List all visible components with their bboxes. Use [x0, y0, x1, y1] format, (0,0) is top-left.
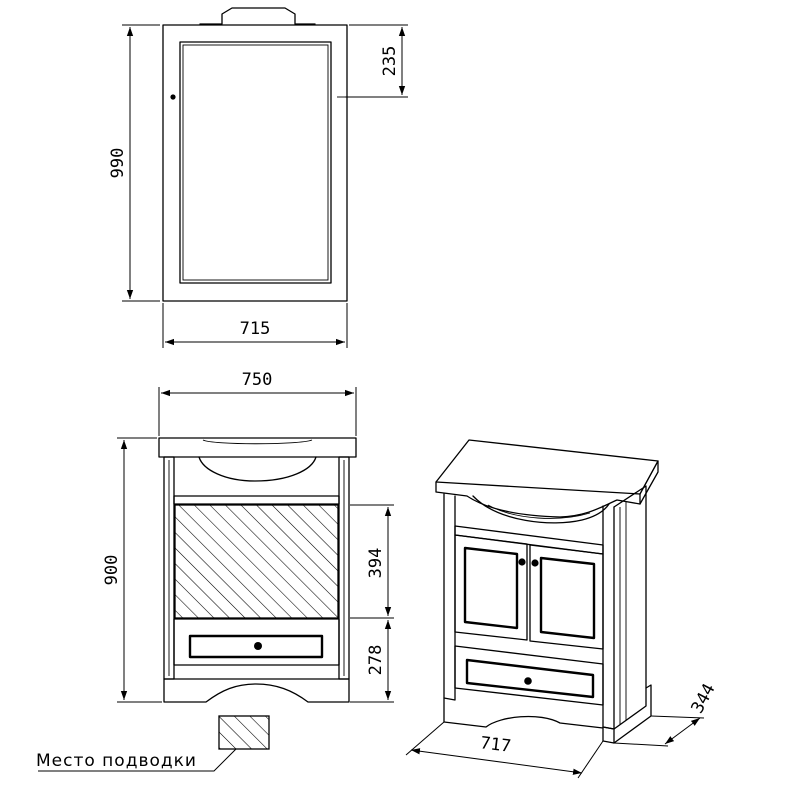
- dim-mirror-height-label: 990: [108, 148, 128, 179]
- supply-location-label: Место подводки: [36, 751, 197, 771]
- iso-countertop-side: [639, 460, 659, 505]
- dim-iso-depth: 344: [613, 680, 720, 747]
- dim-vanity-width: 750: [158, 370, 357, 436]
- dim-mirror-height: 990: [108, 24, 160, 302]
- dim-iso-width-label: 717: [479, 733, 512, 757]
- dim-mirror-top-offset-label: 235: [380, 46, 400, 77]
- dim-vanity-opening-label: 394: [366, 548, 386, 579]
- iso-plinth: [443, 697, 615, 744]
- dim-iso-width: 717: [405, 721, 604, 779]
- iso-basin-inner: [487, 504, 591, 519]
- dim-vanity-width-label: 750: [242, 370, 273, 390]
- vanity-drawer-front: [173, 618, 340, 666]
- dim-mirror-width: 715: [162, 303, 348, 348]
- iso-carcass-post-right: [602, 505, 615, 730]
- dim-vanity-lower-offset: 278: [350, 620, 394, 703]
- mirror-frame: [162, 24, 348, 302]
- supply-location-marker: [218, 715, 270, 750]
- dim-vanity-opening: 394: [350, 504, 394, 619]
- vanity-countertop: [158, 437, 357, 458]
- iso-door-knob-right: [531, 559, 539, 567]
- iso-plinth-side: [613, 684, 652, 744]
- vanity-front-drawing: 750 900: [36, 370, 394, 772]
- iso-door-right-panel: [539, 556, 596, 640]
- supply-location-leader: [38, 748, 237, 772]
- iso-countertop-front: [435, 481, 641, 518]
- iso-basin: [472, 495, 610, 524]
- vanity-basin-rim: [202, 439, 313, 445]
- iso-drawer-panel: [465, 658, 595, 699]
- iso-carcass-front: [443, 493, 456, 701]
- iso-drawer-front: [454, 645, 604, 706]
- iso-door-right: [529, 544, 604, 650]
- mirror-crown: [199, 7, 316, 25]
- mirror-glass-inner: [182, 44, 329, 281]
- dim-vanity-height-label: 900: [102, 555, 122, 586]
- iso-door-knob-left: [518, 558, 526, 566]
- dim-mirror-top-offset: 235: [345, 24, 408, 98]
- vanity-open-niche: [174, 504, 339, 619]
- vanity-basin: [198, 456, 317, 482]
- mirror-hook-left: [170, 94, 176, 100]
- dim-vanity-height: 900: [102, 437, 162, 703]
- vanity-drawer-knob: [254, 642, 262, 650]
- vanity-upper-shelf: [173, 495, 340, 505]
- iso-door-left-panel: [463, 546, 519, 630]
- vanity-plinth: [163, 678, 350, 703]
- dim-mirror-width-label: 715: [240, 319, 271, 339]
- vanity-iso-drawing: 717 344: [405, 439, 720, 779]
- mirror-glass: [179, 41, 332, 284]
- iso-door-left: [454, 534, 528, 641]
- iso-countertop-top: [435, 439, 659, 495]
- dim-vanity-lower-offset-label: 278: [366, 645, 386, 676]
- iso-drawer-knob: [524, 677, 532, 685]
- dim-iso-depth-label: 344: [688, 680, 720, 717]
- mirror-drawing: 990 235 715: [108, 7, 408, 348]
- iso-carcass-side: [613, 485, 647, 730]
- vanity-drawer-panel: [188, 634, 324, 659]
